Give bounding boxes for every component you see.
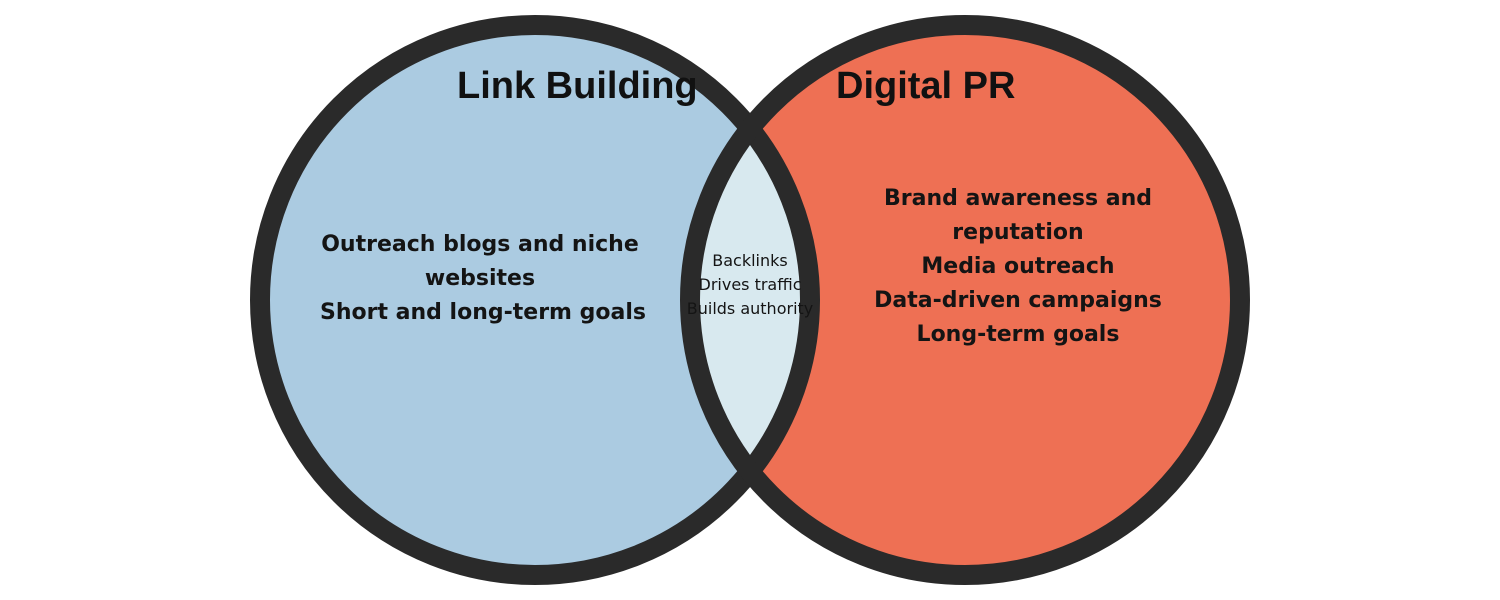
overlap-items: Backlinks Drives traffic Builds authorit… [660,249,840,321]
right-item: Data-driven campaigns [874,288,1162,313]
right-item: Brand awareness and [883,186,1152,211]
overlap-item: Builds authority [686,299,814,318]
right-item: reputation [952,220,1084,245]
left-circle-outline [250,15,820,585]
right-circle [690,25,1240,575]
left-title: Link Building [457,65,698,107]
left-circle [260,25,810,575]
left-item: websites [424,266,536,291]
right-item: Media outreach [921,254,1115,279]
overlap-item: Backlinks [712,251,788,270]
right-title: Digital PR [836,65,1016,107]
overlap-item: Drives traffic [698,275,802,294]
left-item: Short and long-term goals [320,300,646,325]
right-items: Brand awareness and reputation Media out… [858,182,1178,352]
left-items: Outreach blogs and niche websites Short … [320,228,646,330]
right-circle-outline [680,15,1250,585]
right-item: Long-term goals [916,322,1120,347]
left-item: Outreach blogs and niche [321,232,639,257]
